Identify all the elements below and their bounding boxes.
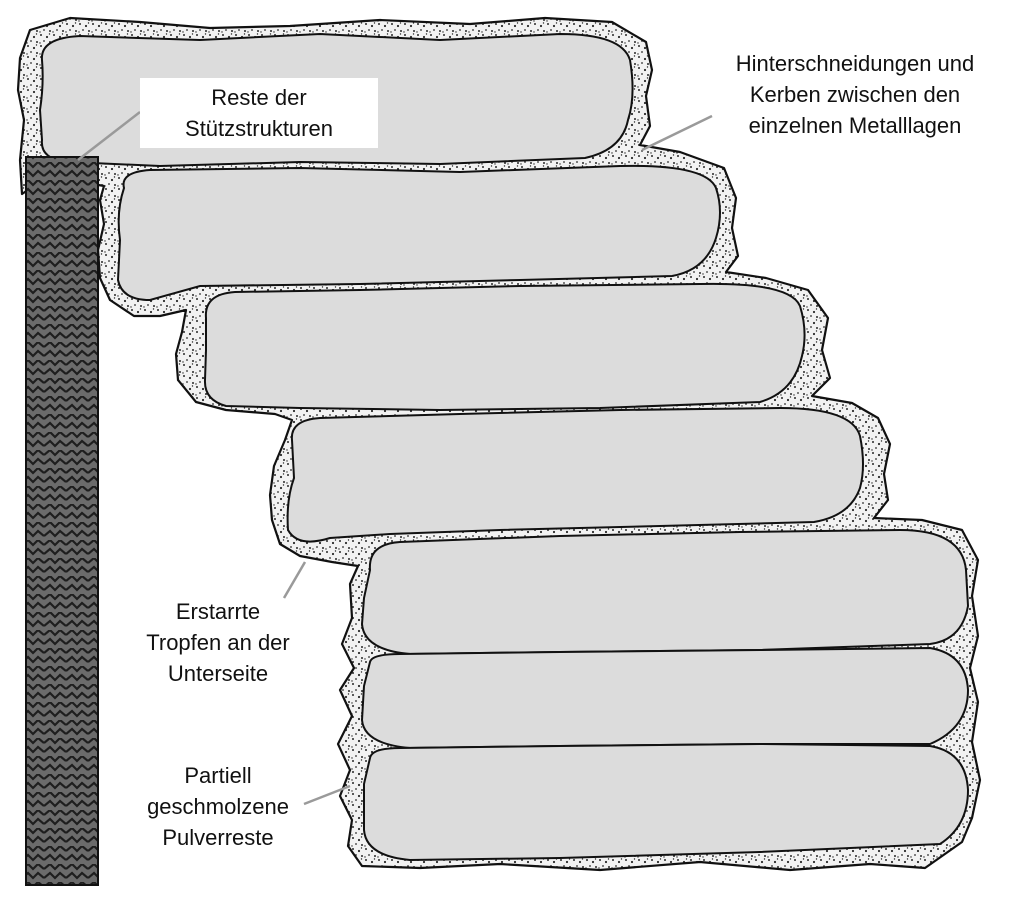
- label-solidified-drops-line-2: Tropfen an der: [146, 630, 290, 655]
- label-support-residue: Reste der Stützstrukturen: [140, 78, 378, 148]
- metal-layer-5: [360, 528, 970, 656]
- label-undercuts: Hinterschneidungen und Kerben zwischen d…: [700, 48, 1010, 141]
- label-support-residue-line-2: Stützstrukturen: [185, 116, 333, 141]
- metal-layer-4: [286, 406, 864, 543]
- label-solidified-drops-line-1: Erstarrte: [175, 599, 261, 624]
- label-undercuts-line-3: einzelnen Metalllagen: [748, 113, 962, 138]
- leader-line-drops: [282, 561, 307, 599]
- leader-line-powder: [303, 784, 351, 806]
- metal-layer-6: [360, 646, 970, 750]
- label-partially-melted-powder-line-2: geschmolzene: [147, 794, 289, 819]
- metal-layer-7: [363, 742, 970, 862]
- label-undercuts-line-1: Hinterschneidungen und: [735, 51, 975, 76]
- label-partially-melted-powder-line-1: Partiell: [184, 763, 252, 788]
- label-undercuts-line-2: Kerben zwischen den: [749, 82, 961, 107]
- support-structure: [25, 156, 99, 886]
- leader-line-undercuts: [641, 114, 713, 152]
- label-solidified-drops: Erstarrte Tropfen an der Unterseite: [118, 596, 318, 689]
- label-support-residue-line-1: Reste der: [211, 85, 307, 110]
- metal-layer-3: [203, 282, 806, 412]
- label-partially-melted-powder-line-3: Pulverreste: [162, 825, 274, 850]
- label-solidified-drops-line-3: Unterseite: [167, 661, 269, 686]
- leader-line-support: [77, 111, 141, 161]
- label-partially-melted-powder: Partiell geschmolzene Pulverreste: [118, 760, 318, 853]
- metal-layer-2: [116, 164, 721, 302]
